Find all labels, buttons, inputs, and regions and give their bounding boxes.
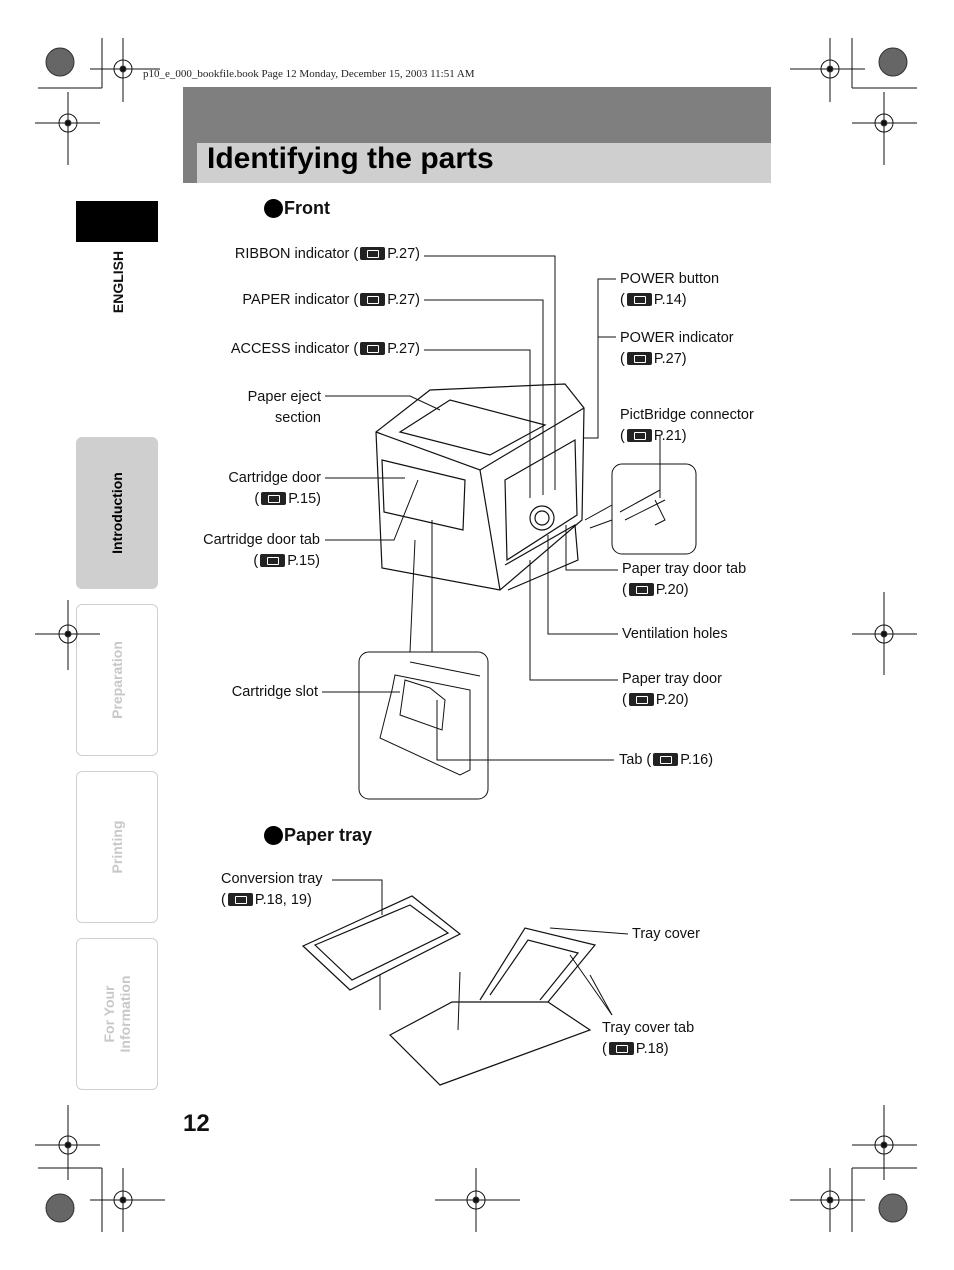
reference-pointer-icon: [608, 1042, 634, 1055]
label-tray-cover-tab: Tray cover tab (P.18): [602, 1020, 695, 1057]
tab-introduction[interactable]: Introduction: [76, 437, 158, 589]
bullet-icon: [264, 826, 283, 845]
label-cartridge-door-tab: Cartridge door tab (P.15): [203, 532, 320, 569]
file-header: p10_e_000_bookfile.book Page 12 Monday, …: [143, 68, 475, 80]
section-front-heading: Front: [264, 198, 330, 219]
label-power-button: POWER button (P.14): [620, 271, 720, 308]
paper-tray-illustration: [301, 895, 597, 1086]
section-paper-tray-heading: Paper tray: [264, 825, 372, 846]
label-access-indicator: ACCESS indicator (P.27): [230, 341, 420, 357]
tab-preparation[interactable]: Preparation: [76, 604, 158, 756]
reference-pointer-icon: [360, 247, 386, 260]
language-marker: [76, 201, 158, 242]
reference-pointer-icon: [260, 554, 286, 567]
reference-pointer-icon: [360, 342, 386, 355]
label-ribbon-indicator: RIBBON indicator (P.27): [234, 246, 420, 262]
label-ventilation-holes: Ventilation holes: [622, 626, 728, 642]
printer-illustration: [375, 383, 585, 591]
page-title: Identifying the parts: [207, 142, 494, 175]
title-band-top: [183, 87, 771, 143]
label-power-indicator: POWER indicator (P.27): [620, 330, 734, 367]
label-cartridge-slot: Cartridge slot: [231, 684, 318, 700]
reference-pointer-icon: [227, 893, 253, 906]
pictbridge-inset: [611, 463, 697, 555]
reference-pointer-icon: [626, 293, 652, 306]
cartridge-slot-inset: [358, 651, 489, 800]
reference-pointer-icon: [628, 583, 654, 596]
label-tray-cover: Tray cover: [632, 926, 700, 942]
label-conversion-tray: Conversion tray (P.18, 19): [221, 871, 323, 908]
title-band: [183, 143, 771, 183]
label-paper-indicator: PAPER indicator (P.27): [242, 292, 420, 308]
bullet-icon: [264, 199, 283, 218]
label-pictbridge-connector: PictBridge connector (P.21): [620, 407, 754, 444]
label-paper-eject-section: Paper eject section: [247, 389, 321, 426]
reference-pointer-icon: [360, 293, 386, 306]
label-paper-tray-door: Paper tray door (P.20): [622, 671, 722, 708]
reference-pointer-icon: [626, 429, 652, 442]
label-tab: Tab (P.16): [619, 752, 714, 768]
label-cartridge-door: Cartridge door (P.15): [228, 470, 321, 507]
tab-printing[interactable]: Printing: [76, 771, 158, 923]
reference-pointer-icon: [626, 352, 652, 365]
reference-pointer-icon: [261, 492, 287, 505]
page-number: 12: [183, 1110, 210, 1137]
reference-pointer-icon: [653, 753, 679, 766]
tab-for-your-information[interactable]: For Your Information: [76, 938, 158, 1090]
label-paper-tray-door-tab: Paper tray door tab (P.20): [622, 561, 747, 598]
reference-pointer-icon: [628, 693, 654, 706]
